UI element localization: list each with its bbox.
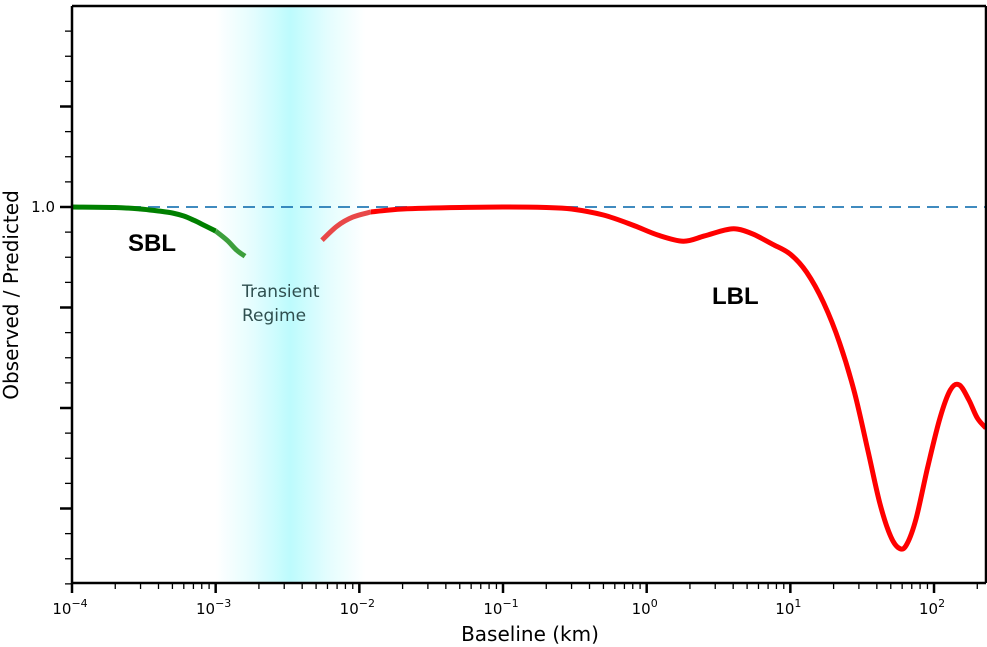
series-sbl-line-faded <box>214 229 247 259</box>
series-lbl-line <box>370 204 987 552</box>
x-axis-ticks: 10−4 10−3 10−2 10−1 100 101 102 <box>52 583 978 618</box>
y-tick-label-1-0: 1.0 <box>31 198 55 216</box>
x-tick-label: 10−3 <box>196 597 231 618</box>
x-tick-label: 100 <box>632 597 658 618</box>
x-axis-title: Baseline (km) <box>461 622 599 646</box>
y-axis-ticks <box>60 30 72 585</box>
sbl-annotation: SBL <box>128 230 176 257</box>
plot-series <box>71 204 987 552</box>
x-tick-label: 102 <box>919 597 945 618</box>
axes-frame <box>70 4 987 585</box>
x-tick-label: 101 <box>775 597 801 618</box>
series-lbl-line-faded <box>320 209 372 243</box>
x-tick-label: 10−1 <box>483 597 518 618</box>
x-tick-label: 10−4 <box>52 597 87 618</box>
lbl-annotation: LBL <box>712 283 759 310</box>
series-sbl-line <box>71 204 217 234</box>
y-axis-title: Observed / Predicted <box>0 190 23 400</box>
transient-annotation-line2: Regime <box>242 306 306 326</box>
x-tick-label: 10−2 <box>340 597 375 618</box>
transient-annotation-line1: Transient <box>241 282 320 302</box>
transient-regime-band <box>215 6 366 583</box>
